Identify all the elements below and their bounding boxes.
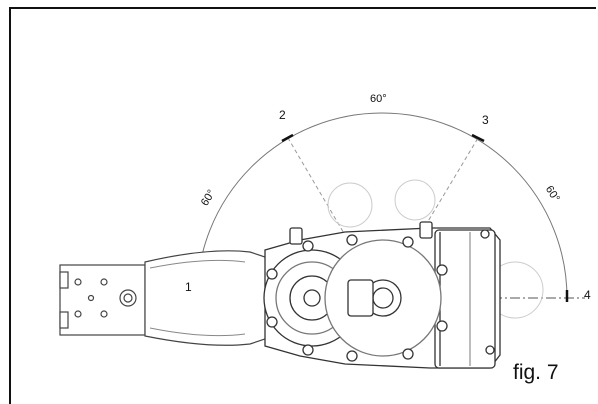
position-1-label: 1: [185, 280, 192, 294]
position-4-label: 4: [584, 288, 591, 302]
position-2-label: 2: [279, 108, 286, 122]
tick-3: [471, 133, 485, 143]
gearbox-housing: [263, 221, 501, 369]
position-3-label: 3: [482, 113, 489, 127]
figure-label: fig. 7: [513, 361, 559, 384]
rotation-arc: [196, 112, 568, 299]
angle-label-top: 60°: [370, 93, 387, 105]
input-flange: [59, 264, 146, 336]
tick-2: [281, 133, 294, 143]
